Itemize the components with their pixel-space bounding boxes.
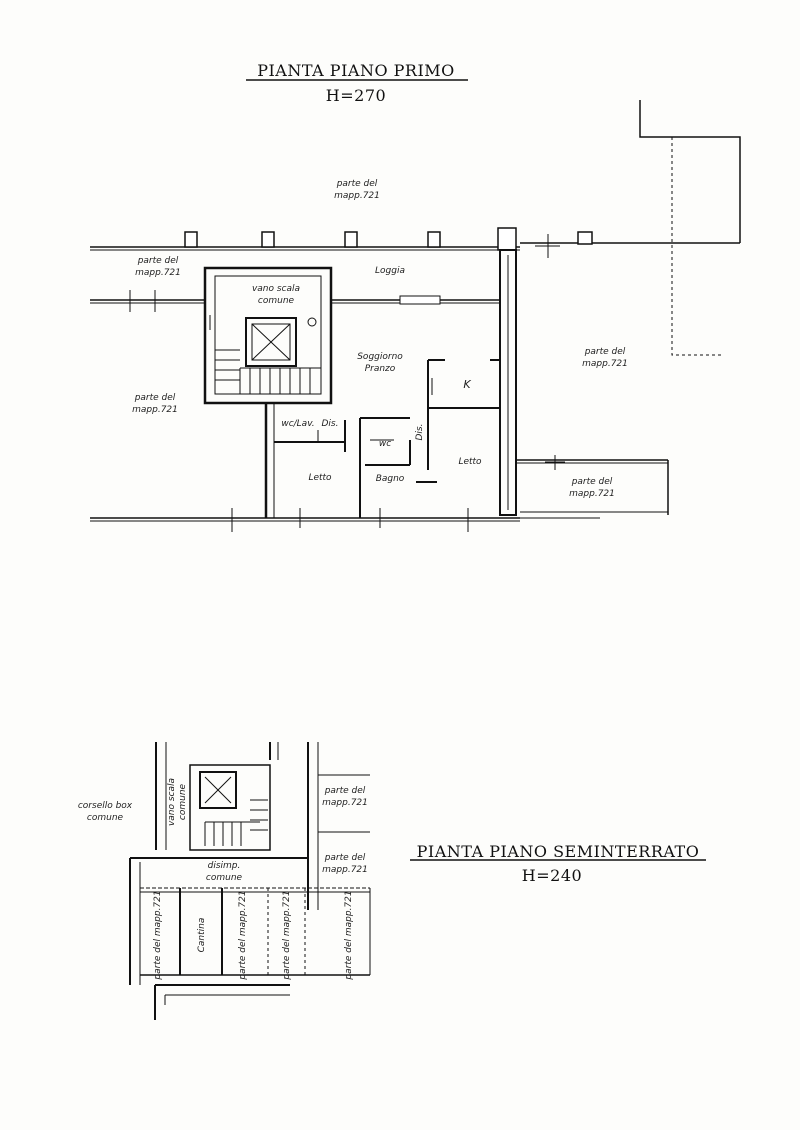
label-basement-e-mapp: mapp.721 [322,865,368,875]
label-basement-e-parte: parte del [324,853,366,863]
label-wc: wc [379,439,391,449]
first-floor-title: PIANTA PIANO PRIMO [257,61,455,80]
label-basement-v2: parte del mapp.721 [238,890,248,980]
label-basement-v4: parte del mapp.721 [344,890,354,980]
label-north-parte: parte del [336,179,378,189]
basement-plan [129,742,371,1020]
label-dis-1: Dis. [322,419,339,429]
label-dis-2: Dis. [415,424,425,441]
label-se-mapp: mapp.721 [569,489,615,499]
label-basement-ne-parte: parte del [324,786,366,796]
label-basement-vano-comune: comune [178,783,188,820]
basement-labels: corsello box comune vano scala comune pa… [78,778,368,981]
label-w-parte: parte del [134,393,176,403]
first-floor-labels: parte del mapp.721 parte del mapp.721 pa… [132,179,628,499]
first-floor-height: H=270 [326,86,386,105]
label-soggiorno: Soggiorno [357,352,403,362]
label-se-parte: parte del [571,477,613,487]
label-letto-2: Letto [458,457,482,467]
label-e-parte: parte del [584,347,626,357]
label-vano-scala: vano scala [252,284,300,294]
label-letto-1: Letto [308,473,332,483]
label-bagno: Bagno [376,474,405,484]
label-basement-v1: parte del mapp.721 [153,890,163,980]
label-loggia: Loggia [375,266,405,276]
label-cantina: Cantina [197,918,207,953]
label-nw-parte: parte del [137,256,179,266]
basement-height: H=240 [522,866,582,885]
label-corsello-box: corsello box [78,801,133,811]
label-corsello-comune: comune [87,813,124,823]
label-disimp-comune: comune [206,873,243,883]
label-basement-vano-scala: vano scala [167,778,177,826]
label-kitchen: K [463,378,471,391]
label-vano-comune: comune [258,296,295,306]
label-e-mapp: mapp.721 [582,359,628,369]
basement-title: PIANTA PIANO SEMINTERRATO [417,842,700,861]
label-pranzo: Pranzo [365,364,396,374]
label-basement-v3: parte del mapp.721 [282,890,292,980]
label-basement-ne-mapp: mapp.721 [322,798,368,808]
label-disimp: disimp. [208,861,241,871]
label-north-mapp: mapp.721 [334,191,380,201]
label-w-mapp: mapp.721 [132,405,178,415]
first-floor-plan [90,100,741,532]
label-nw-mapp: mapp.721 [135,268,181,278]
label-wc-lav: wc/Lav. [281,419,314,429]
